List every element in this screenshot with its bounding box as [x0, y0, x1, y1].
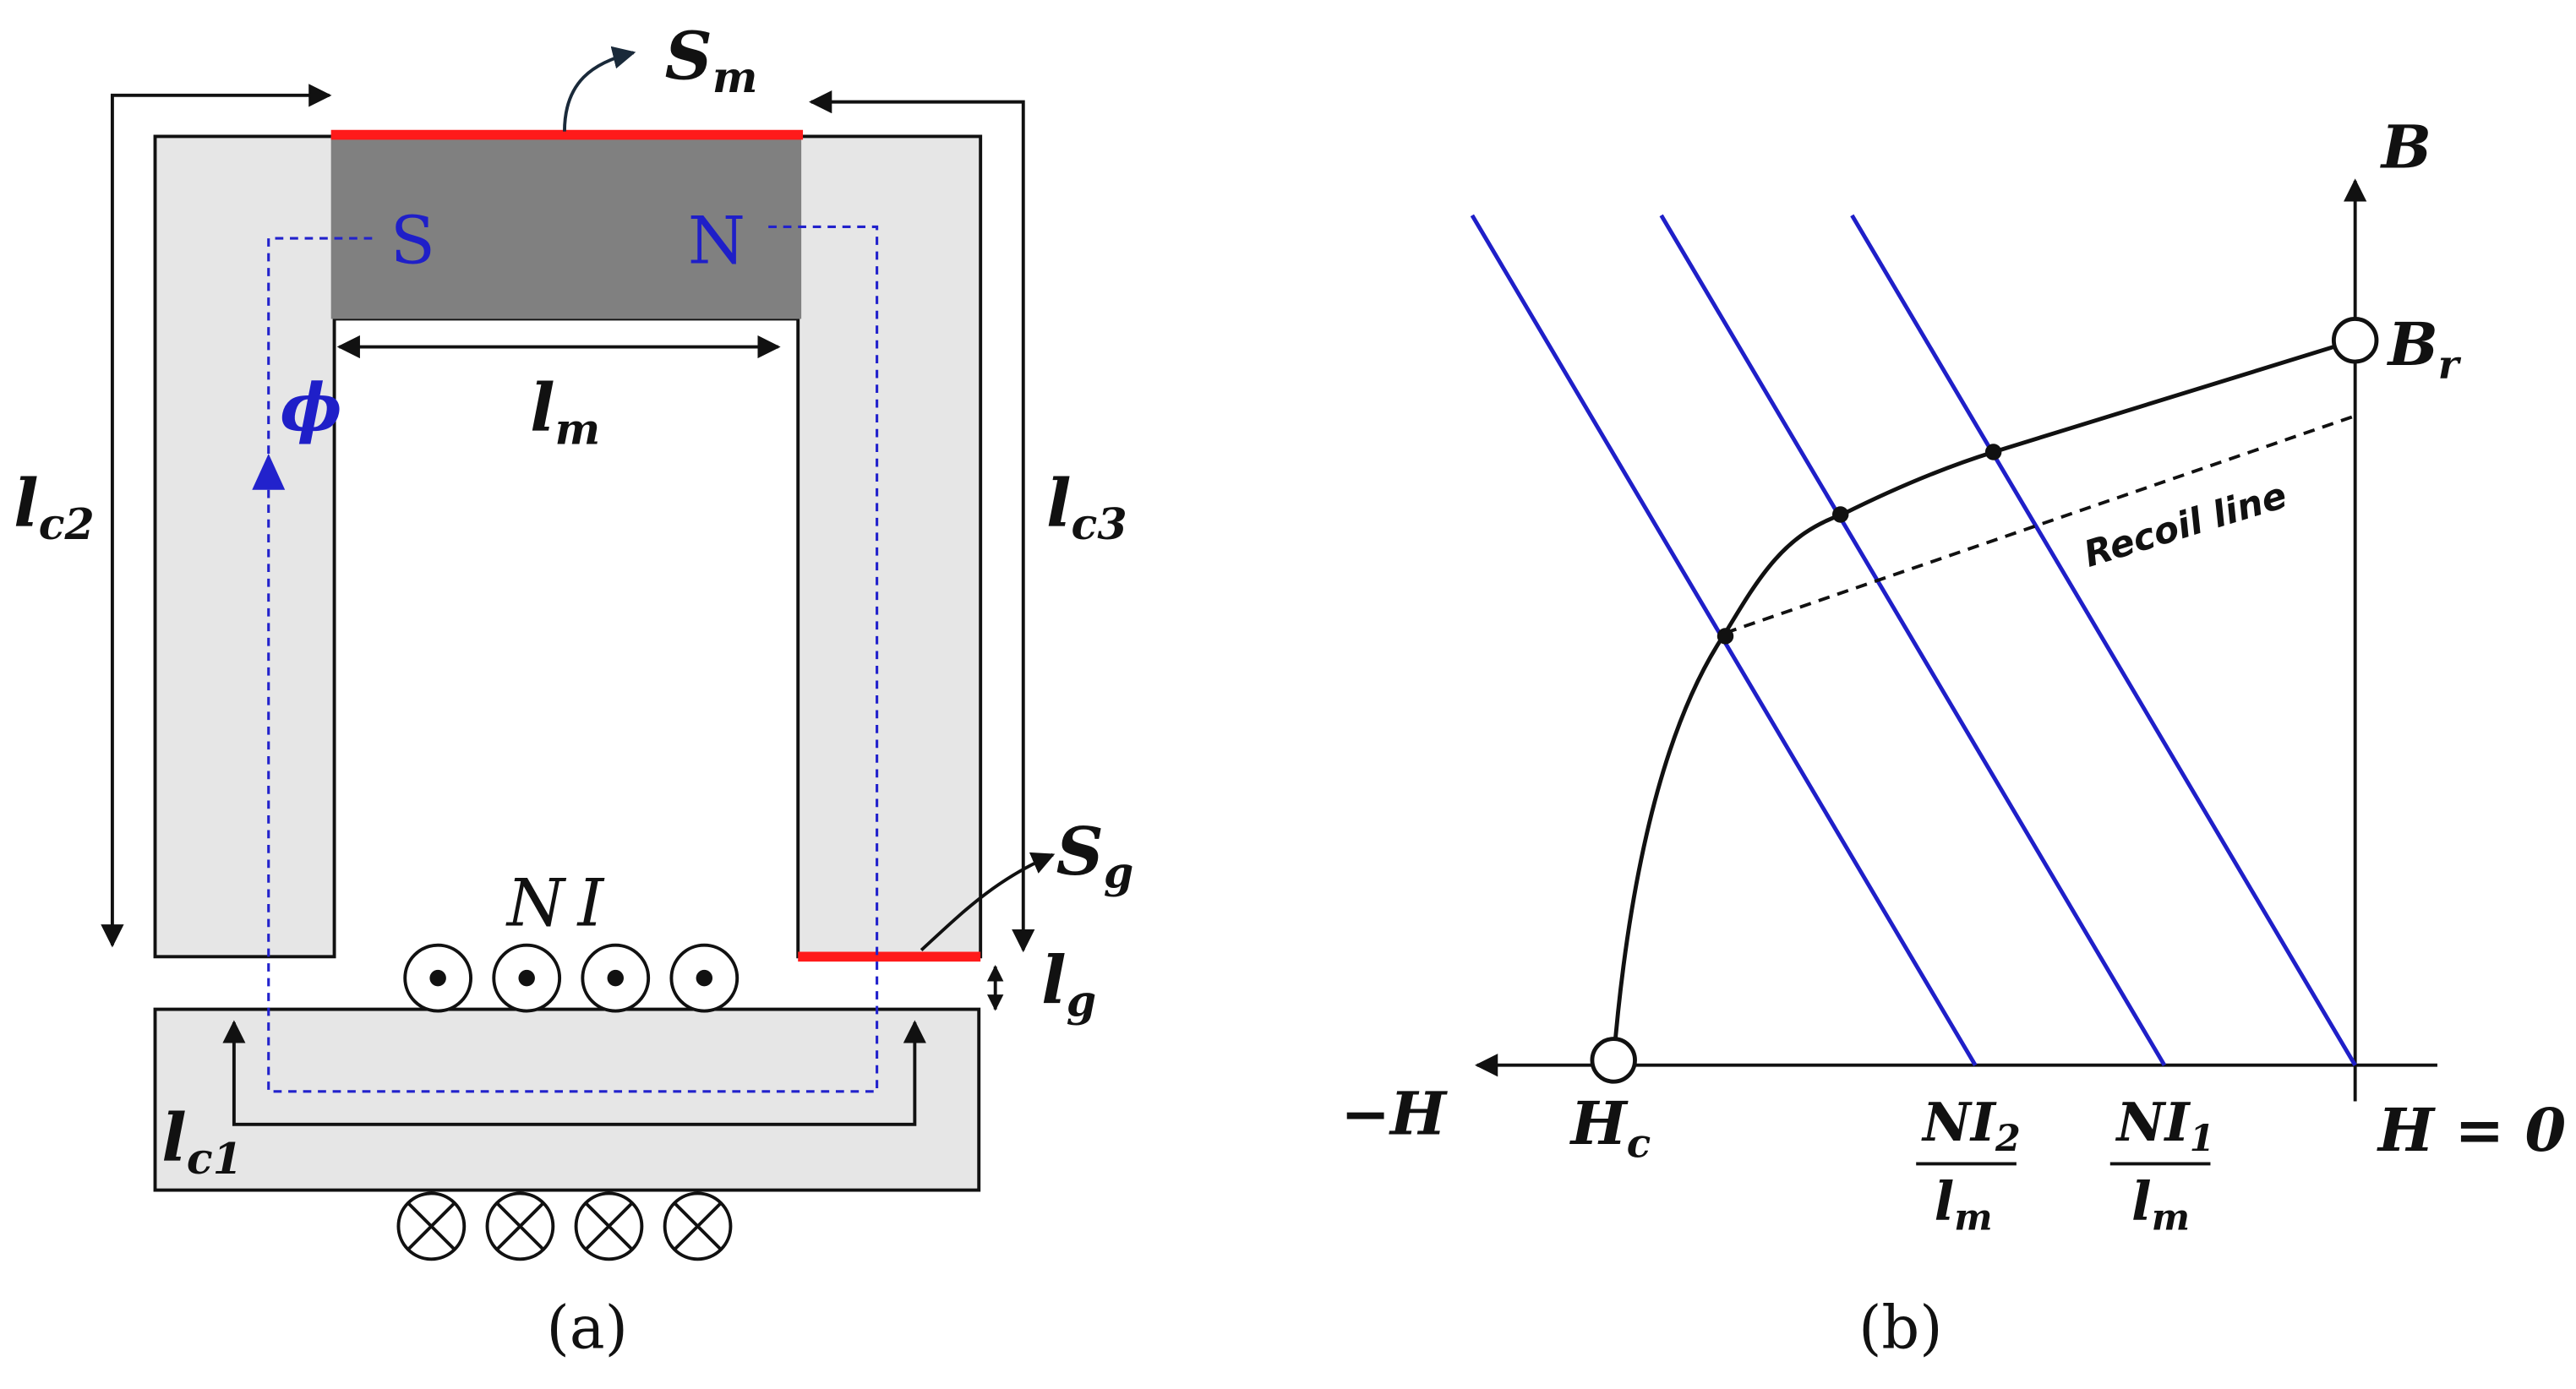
north-pole: N: [688, 203, 745, 279]
ni2-numerator: NI2: [1921, 1092, 2021, 1160]
coil-label: NI: [505, 865, 617, 941]
south-pole: S: [390, 203, 435, 279]
operating-point-3: [1984, 444, 2002, 460]
permanent-magnet: [330, 136, 802, 319]
flux-symbol: ϕ: [280, 370, 341, 447]
lc1-bracket: [222, 1020, 926, 1126]
armature: [153, 1007, 981, 1192]
load-line-2: [1659, 214, 2167, 1066]
lc1-label: lc1: [161, 1100, 243, 1185]
ni1-numerator: NI1: [2115, 1092, 2215, 1160]
lc2-bracket: [101, 84, 332, 948]
h-origin-label: H = 0: [2377, 1095, 2566, 1165]
operating-point-2: [1831, 506, 1849, 523]
panel-a: S N ϕ lm Sm lc2 lc3 lc1 Sg lg NI: [14, 18, 1133, 1362]
coil-top: [403, 943, 740, 1013]
lm-label: lm: [530, 370, 600, 455]
coil-bottom: [396, 1191, 733, 1261]
coil-dot-center-3: [607, 969, 624, 987]
coil-dot-center-4: [696, 969, 713, 987]
load-line-3: [1850, 214, 2357, 1066]
neg-h-label: −H: [1340, 1078, 1449, 1148]
sg-label: Sg: [1056, 814, 1134, 898]
lc3-bracket: [809, 90, 1035, 953]
caption-b: (b): [1858, 1293, 1942, 1362]
sm-pointer: [563, 46, 636, 132]
flux-path: [267, 225, 879, 1093]
lg-label: lg: [1041, 942, 1096, 1027]
br-label: Br: [2387, 309, 2462, 389]
demag-curve: [1611, 338, 2356, 1061]
lc3-label: lc3: [1046, 466, 1127, 550]
lc2-label: lc2: [14, 466, 95, 550]
coil-dot-center-2: [518, 969, 535, 987]
ni1-denominator: lm: [2131, 1171, 2190, 1239]
recoil-line: [1724, 414, 2356, 635]
hc-label: Hc: [1569, 1088, 1651, 1168]
recoil-label: Recoil line: [2079, 475, 2291, 576]
b-axis-label: B: [2380, 112, 2431, 182]
sm-label: Sm: [665, 18, 758, 102]
hc-marker: [1590, 1037, 1637, 1084]
sg-pointer: [920, 852, 1056, 951]
panel-b: Recoil line B Br −H Hc H = 0 NI2 lm NI1 …: [1340, 112, 2566, 1362]
br-marker: [2331, 317, 2379, 364]
operating-point-1: [1716, 628, 1734, 645]
ni2-denominator: lm: [1935, 1171, 1993, 1239]
caption-a: (a): [547, 1293, 628, 1362]
coil-dot-center-1: [429, 969, 446, 987]
